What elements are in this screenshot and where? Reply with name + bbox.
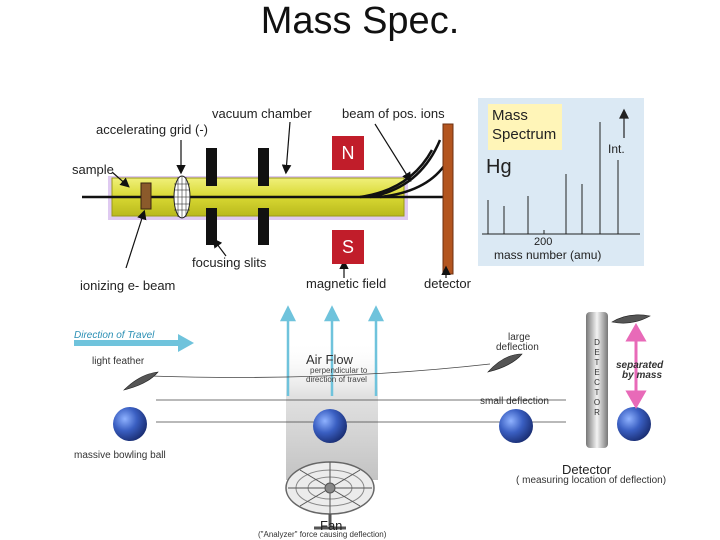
magnet-north: N <box>332 136 364 170</box>
air-flow-label: Air Flow <box>306 352 353 367</box>
bowling-ball-end <box>499 409 533 443</box>
feather-icons <box>123 314 651 391</box>
air-flow-sub-2: direction of travel <box>306 375 367 384</box>
small-deflection-label: small deflection <box>480 396 549 407</box>
detector-letter: T <box>594 388 600 397</box>
spectrum-title-line2: Spectrum <box>492 126 557 143</box>
light-feather-label: light feather <box>92 356 145 367</box>
sample-holder <box>140 182 152 210</box>
separated-label-1: separated <box>616 360 664 371</box>
accelerating-grid-label: accelerating grid (-) <box>96 122 208 137</box>
detector-caption-sub: ( measuring location of deflection) <box>516 475 667 486</box>
direction-arrow <box>74 334 194 352</box>
focusing-slits-label: focusing slits <box>192 255 267 270</box>
deflection-analogy-diagram <box>74 305 651 530</box>
intensity-axis-label: Int. <box>608 142 625 156</box>
focusing-slits <box>206 148 269 245</box>
bowling-ball-start <box>113 407 147 441</box>
slide-title: Mass Spec. <box>260 0 460 42</box>
mass-tick-label: 200 <box>534 236 553 248</box>
detector-letter: E <box>594 368 600 377</box>
detector-letter: R <box>594 408 600 417</box>
ionizing-beam-label: ionizing e- beam <box>80 278 176 293</box>
fan-icon <box>285 461 375 530</box>
mass-axis-label: mass number (amu) <box>494 248 602 262</box>
element-label: Hg <box>486 156 512 178</box>
air-flow-sub-1: perpendicular to <box>310 366 368 375</box>
spectrum-title: Mass Spectrum <box>488 104 562 150</box>
direction-of-travel-label: Direction of Travel <box>74 330 155 341</box>
vacuum-chamber-label: vacuum chamber <box>212 106 312 121</box>
sample-label: sample <box>72 162 114 177</box>
detector-plate <box>442 123 454 275</box>
detector-letter: O <box>593 398 601 407</box>
fan-caption-sub: ("Analyzer" force causing deflection) <box>258 530 387 539</box>
large-deflection-label-1: large <box>508 332 531 343</box>
detector-letter: D <box>594 338 600 347</box>
air-flow-arrows <box>279 305 385 396</box>
detector-column <box>586 312 608 448</box>
fan-caption: Fan <box>320 518 343 533</box>
bowling-ball-middle <box>313 409 347 443</box>
magnetic-field-label: magnetic field <box>306 276 387 291</box>
detector-letter: T <box>594 358 600 367</box>
separated-label-2: by mass <box>622 370 663 381</box>
bowling-ball-separated <box>617 407 651 441</box>
spectrum-title-line1: Mass <box>492 107 528 124</box>
detector-label: detector <box>424 276 471 291</box>
magnet-south: S <box>332 230 364 264</box>
detector-caption: Detector <box>562 462 612 477</box>
mass-spectrum-plot <box>482 108 640 235</box>
mass-spectrometer-diagram <box>82 121 454 278</box>
detector-letter: C <box>594 378 600 387</box>
detector-vertical-text: D E T E C T O R <box>586 312 608 448</box>
bowling-ball-label: massive bowling ball <box>74 450 166 461</box>
beam-label: beam of pos. ions <box>342 106 445 121</box>
detector-letter: E <box>594 348 600 357</box>
large-deflection-label-2: deflection <box>496 342 539 353</box>
